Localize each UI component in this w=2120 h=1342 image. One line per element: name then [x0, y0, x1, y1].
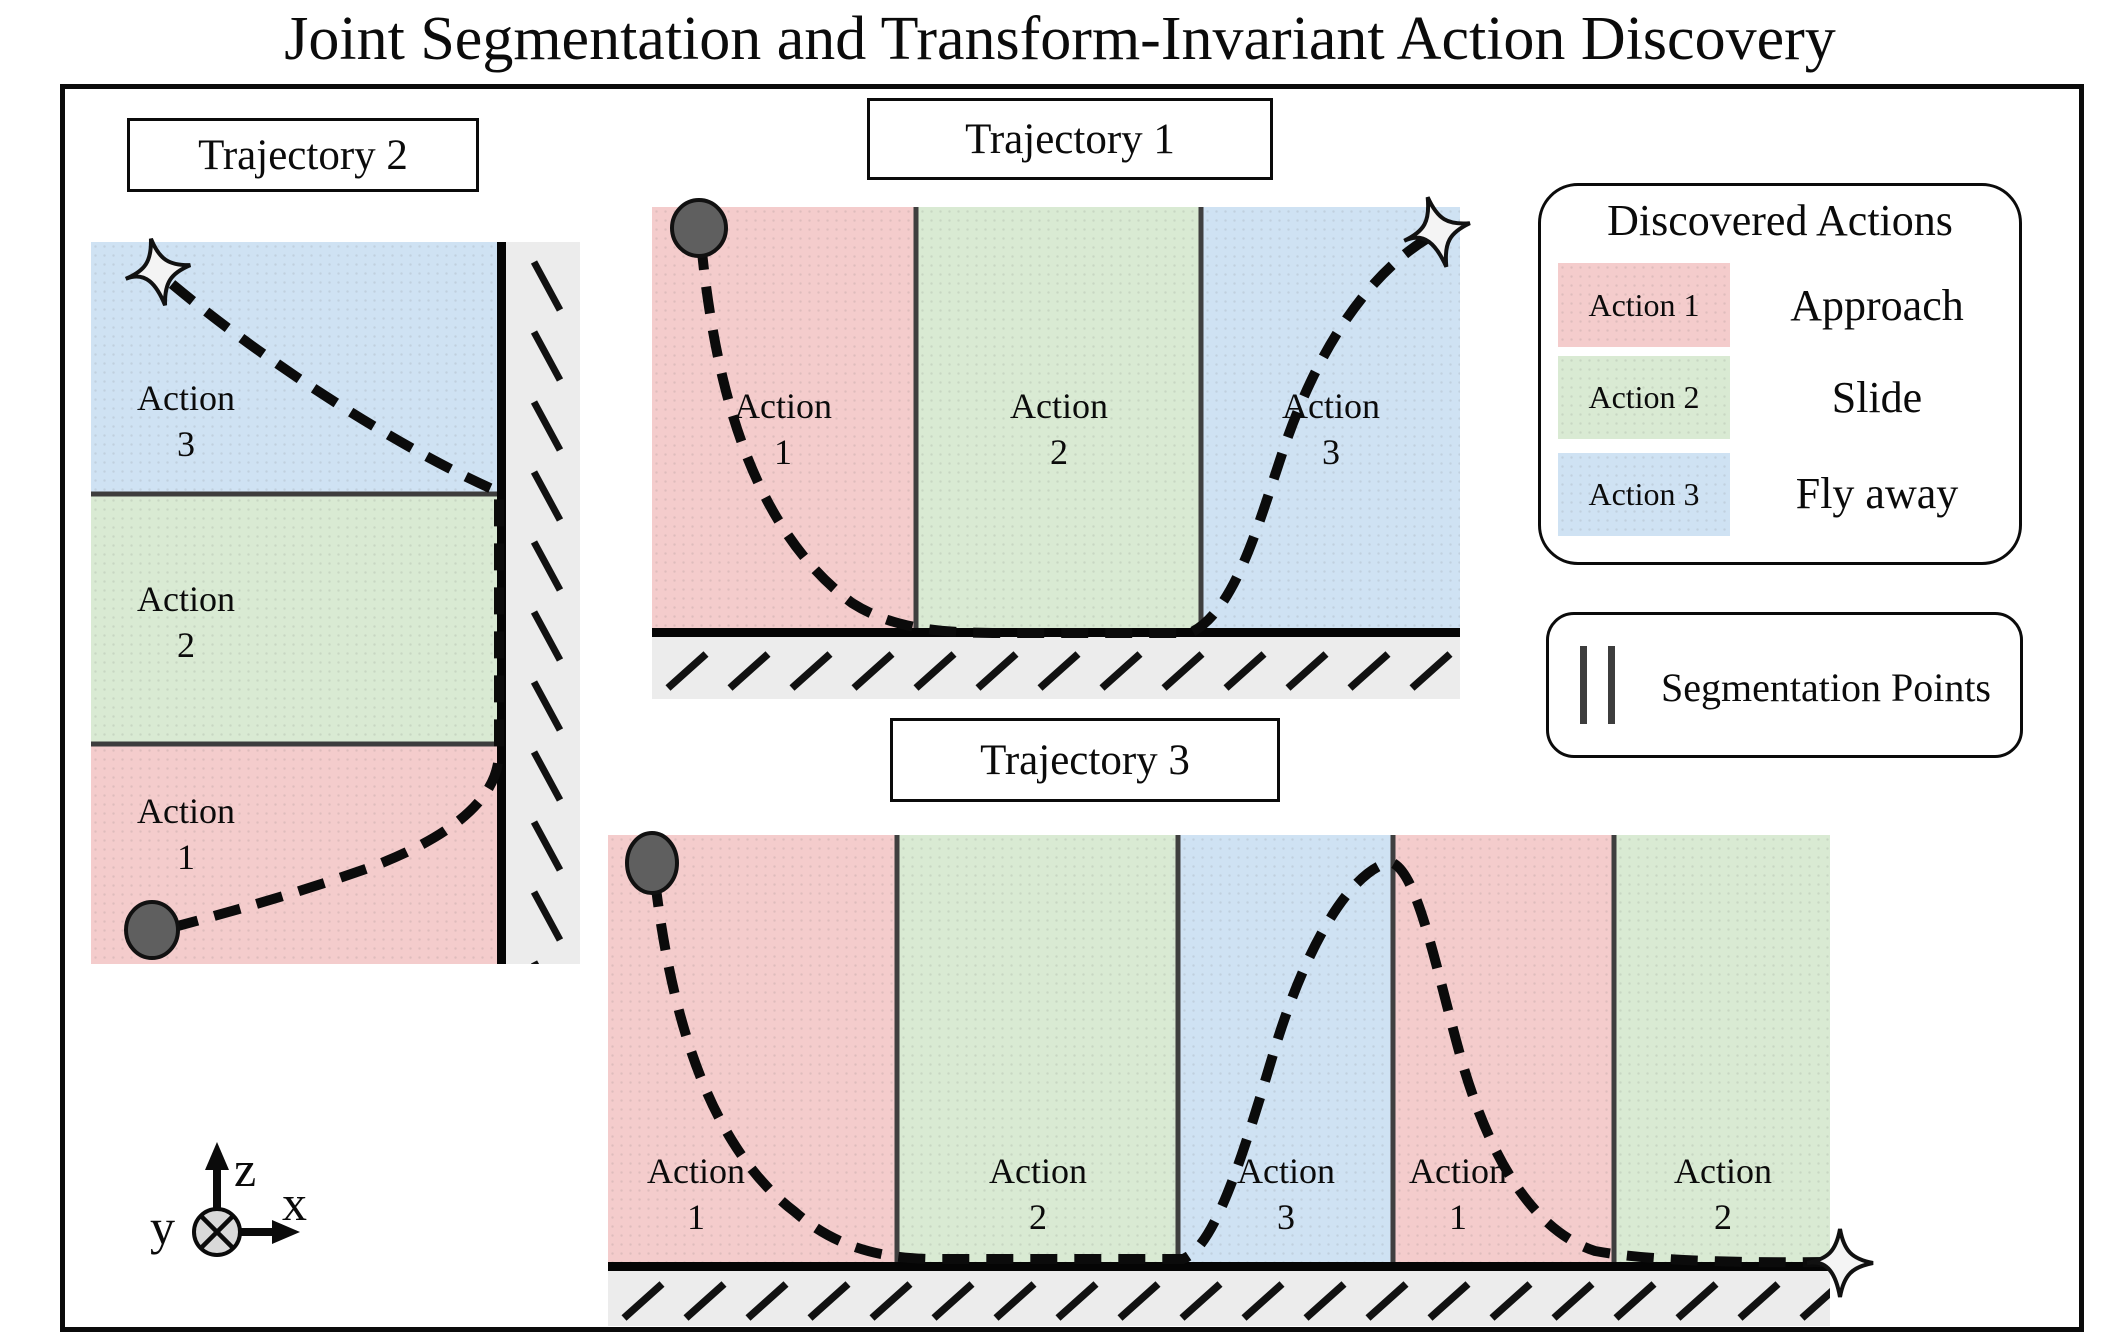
t3-label-action2b-num: 2 — [1714, 1197, 1732, 1237]
y-axis-label: y — [150, 1199, 175, 1255]
t1-label-action3-word: Action — [1282, 386, 1380, 426]
trajectory1-title: Trajectory 1 — [965, 115, 1175, 163]
legend-swatch-action2: Action 2 — [1558, 356, 1730, 439]
t2-label-action1: Action 1 — [96, 788, 276, 880]
t1-label-action3: Action 3 — [1241, 383, 1421, 475]
trajectory2-title-box: Trajectory 2 — [127, 118, 479, 192]
t1-label-action1-num: 1 — [774, 432, 792, 472]
t3-label-action1a-num: 1 — [687, 1197, 705, 1237]
legend-swatch-action1-label: Action 1 — [1588, 286, 1700, 323]
legend-meaning-approach: Approach — [1790, 281, 1964, 330]
t2-label-action1-num: 1 — [177, 837, 195, 877]
legend-swatch-action1: Action 1 — [1558, 263, 1730, 347]
segmentation-points-legend — [1546, 612, 2023, 758]
t1-label-action2-word: Action — [1010, 386, 1108, 426]
t2-label-action2-word: Action — [137, 579, 235, 619]
t3-label-action1a-word: Action — [647, 1151, 745, 1191]
trajectory3-title: Trajectory 3 — [980, 736, 1190, 784]
legend-swatch-action2-label: Action 2 — [1588, 379, 1700, 415]
t3-label-action2a: Action 2 — [948, 1148, 1128, 1240]
figure-title: Joint Segmentation and Transform-Invaria… — [284, 5, 1836, 73]
t2-label-action2: Action 2 — [96, 576, 276, 668]
t2-label-action3: Action 3 — [96, 375, 276, 467]
t2-label-action3-word: Action — [137, 378, 235, 418]
t1-label-action2-num: 2 — [1050, 432, 1068, 472]
t2-label-action2-num: 2 — [177, 625, 195, 665]
legend-swatch-action3-label: Action 3 — [1588, 476, 1700, 512]
t1-label-action3-num: 3 — [1322, 432, 1340, 472]
t1-label-action1-word: Action — [734, 386, 832, 426]
t3-label-action2a-word: Action — [989, 1151, 1087, 1191]
t3-label-action3: Action 3 — [1196, 1148, 1376, 1240]
t2-label-action3-num: 3 — [177, 424, 195, 464]
t3-label-action1b-word: Action — [1409, 1151, 1507, 1191]
t3-label-action2b: Action 2 — [1633, 1148, 1813, 1240]
trajectory3-title-box: Trajectory 3 — [890, 718, 1280, 802]
t3-label-action1b: Action 1 — [1368, 1148, 1548, 1240]
t3-label-action2a-num: 2 — [1029, 1197, 1047, 1237]
figure-border — [60, 84, 2084, 1332]
legend-meaning-flyaway: Fly away — [1795, 469, 1959, 518]
t1-label-action2: Action 2 — [969, 383, 1149, 475]
segmentation-bars-icon — [1608, 646, 1615, 724]
t3-label-action2b-word: Action — [1674, 1151, 1772, 1191]
legend-swatch-action3: Action 3 — [1558, 453, 1730, 536]
t3-label-action3-num: 3 — [1277, 1197, 1295, 1237]
segmentation-bars-icon — [1580, 646, 1587, 724]
x-axis-label: x — [282, 1175, 307, 1231]
t3-label-action1a: Action 1 — [606, 1148, 786, 1240]
z-axis-label: z — [234, 1141, 257, 1197]
t3-label-action1b-num: 1 — [1449, 1197, 1467, 1237]
legend-title: Discovered Actions — [1607, 196, 1953, 245]
trajectory1-title-box: Trajectory 1 — [867, 98, 1273, 180]
t3-label-action3-word: Action — [1237, 1151, 1335, 1191]
segmentation-points-label: Segmentation Points — [1661, 665, 1991, 710]
legend-meaning-slide: Slide — [1831, 373, 1923, 422]
t2-label-action1-word: Action — [137, 791, 235, 831]
trajectory2-title: Trajectory 2 — [198, 131, 408, 179]
t1-label-action1: Action 1 — [693, 383, 873, 475]
